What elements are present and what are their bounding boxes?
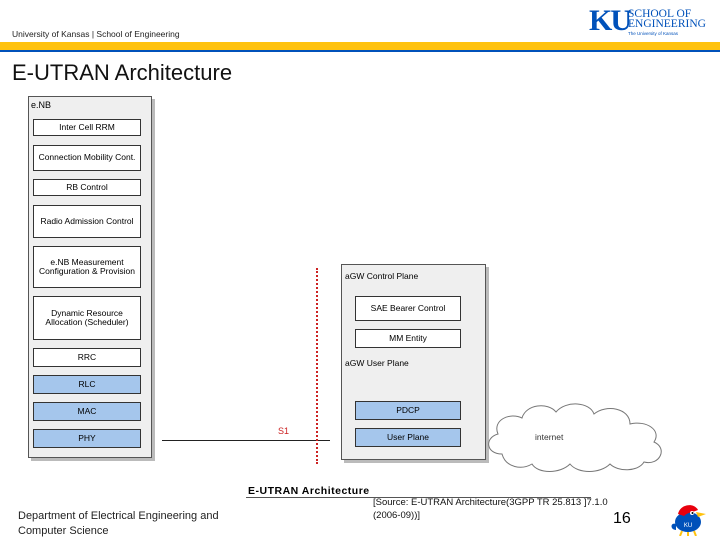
enb-function-connection-mobility: Connection Mobility Cont. bbox=[33, 145, 141, 171]
interface-boundary-dotted-line bbox=[316, 268, 318, 464]
s1-interface-line bbox=[162, 440, 330, 441]
slide-title: E-UTRAN Architecture bbox=[12, 60, 233, 85]
institution-header: University of Kansas | School of Enginee… bbox=[12, 29, 180, 39]
jayhawk-mascot-icon: KU bbox=[671, 505, 706, 536]
internet-label: internet bbox=[535, 432, 564, 442]
enb-label: e.NB bbox=[31, 100, 52, 110]
agw-function-user-plane: User Plane bbox=[355, 428, 461, 447]
agw-function-sae-bearer-control: SAE Bearer Control bbox=[355, 296, 461, 321]
enb-function-phy: PHY bbox=[33, 429, 141, 448]
s1-label: S1 bbox=[278, 426, 290, 436]
logo-subline: The University of Kansas bbox=[628, 31, 679, 36]
source-citation: [Source: E-UTRAN Architecture(3GPP TR 25… bbox=[373, 497, 608, 521]
agw-function-pdcp: PDCP bbox=[355, 401, 461, 420]
logo-school-text: SCHOOL OF bbox=[628, 8, 692, 20]
enb-function-rb-control: RB Control bbox=[33, 179, 141, 196]
ku-logo-mark: KU bbox=[589, 4, 632, 37]
enb-function-mac: MAC bbox=[33, 402, 141, 421]
department-footer: Department of Electrical Engineering and… bbox=[18, 510, 219, 537]
caption-underline bbox=[246, 497, 591, 498]
agw-control-plane-label: aGW Control Plane bbox=[345, 271, 419, 281]
enb-function-rlc: RLC bbox=[33, 375, 141, 394]
enb-function-measurement-config: e.NB Measurement Configuration & Provisi… bbox=[33, 246, 141, 288]
enb-function-dynamic-resource-allocation: Dynamic Resource Allocation (Scheduler) bbox=[33, 296, 141, 340]
agw-user-plane-label: aGW User Plane bbox=[345, 358, 409, 368]
enb-function-rrc: RRC bbox=[33, 348, 141, 367]
header-blue-rule bbox=[0, 50, 720, 52]
page-number: 16 bbox=[613, 510, 631, 527]
ku-school-of-engineering-logo: KU SCHOOL OF ENGINEERING The University … bbox=[589, 4, 706, 40]
diagram-caption: E-UTRAN Architecture bbox=[248, 485, 370, 497]
header-yellow-band bbox=[0, 42, 720, 50]
agw-function-mm-entity: MM Entity bbox=[355, 329, 461, 348]
enb-function-inter-cell-rrm: Inter Cell RRM bbox=[33, 119, 141, 136]
logo-engineering-text: ENGINEERING bbox=[628, 18, 706, 30]
enb-function-radio-admission: Radio Admission Control bbox=[33, 205, 141, 238]
internet-cloud-icon bbox=[488, 403, 662, 472]
svg-text:KU: KU bbox=[684, 523, 692, 529]
